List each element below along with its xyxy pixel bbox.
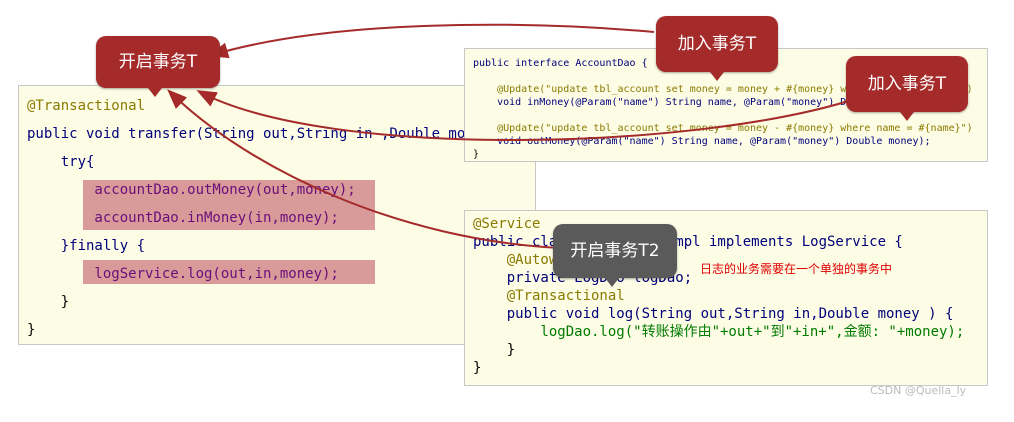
join-tx-bubble-1: 加入事务T: [656, 16, 778, 72]
code-line: }finally {: [27, 238, 146, 254]
code-line: @Transactional: [473, 288, 625, 304]
watermark: CSDN @Quella_ly: [870, 384, 967, 397]
code-line: logDao.log("转账操作由"+out+"到"+in+",金额: "+mo…: [473, 324, 965, 340]
code-line: public interface AccountDao {: [473, 58, 648, 69]
code-line: }: [27, 294, 70, 310]
code-line: @Transactional: [27, 98, 146, 114]
bubble-tail: [605, 278, 619, 287]
transfer-code-panel: @Transactional public void transfer(Stri…: [18, 85, 536, 345]
code-line: logService.log(out,in,money);: [27, 266, 339, 282]
code-line: @Update("update tbl_account set money = …: [473, 123, 973, 134]
code-line: }: [473, 342, 516, 358]
code-line: }: [473, 360, 482, 376]
log-service-code-panel: @Service public class LogServiceImpl imp…: [464, 210, 988, 386]
code-line: accountDao.outMoney(out,money);: [27, 182, 356, 198]
code-line: }: [27, 322, 36, 338]
code-line: }: [473, 149, 480, 160]
open-tx-bubble: 开启事务T: [96, 36, 220, 88]
code-line: void outMoney(@Param("name") String name…: [473, 136, 931, 147]
bubble-tail: [148, 88, 162, 97]
code-line: accountDao.inMoney(in,money);: [27, 210, 339, 226]
log-call-highlight: [83, 260, 375, 284]
code-line: @Service: [473, 216, 541, 232]
bubble-tail: [900, 112, 914, 121]
open-tx2-bubble: 开启事务T2: [553, 224, 677, 278]
code-line: public void log(String out,String in,Dou…: [473, 306, 954, 322]
code-line: try{: [27, 154, 95, 170]
join-tx-bubble-2: 加入事务T: [846, 56, 968, 112]
code-line: public void transfer(String out,String i…: [27, 126, 491, 142]
log-annotation: 日志的业务需要在一个单独的事务中: [700, 262, 893, 276]
code-line: public class LogServiceImpl implements L…: [473, 234, 903, 250]
bubble-tail: [710, 72, 724, 81]
